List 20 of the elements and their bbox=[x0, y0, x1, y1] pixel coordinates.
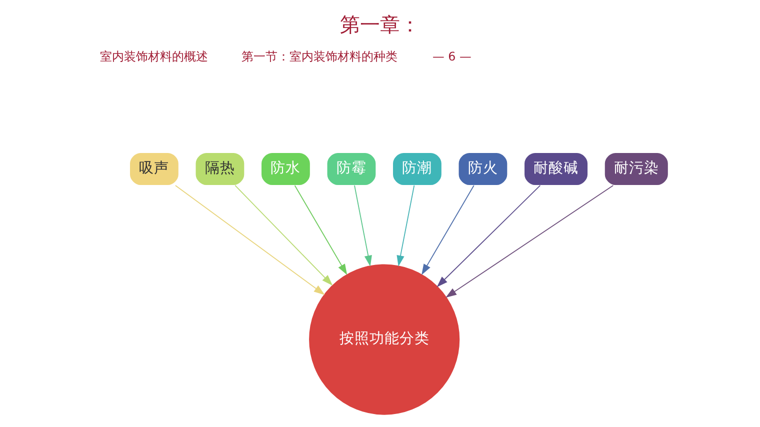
node-box: 防火 bbox=[458, 152, 508, 186]
label: — 6 — bbox=[432, 50, 472, 64]
arrow bbox=[234, 185, 333, 286]
node-box: 防潮 bbox=[392, 152, 442, 186]
arrow bbox=[175, 185, 325, 295]
arrow bbox=[396, 185, 415, 266]
arrow bbox=[294, 185, 348, 275]
node-box: 防霉 bbox=[326, 152, 377, 186]
node-box: 耐污染 bbox=[604, 152, 669, 186]
arrow bbox=[446, 185, 614, 298]
label: 第一节：室内装饰材料的种类 bbox=[242, 50, 398, 64]
diagram-title: 第一章： bbox=[340, 12, 420, 37]
node-box: 耐酸碱 bbox=[524, 152, 588, 186]
arrow bbox=[436, 185, 541, 288]
arrow bbox=[422, 185, 474, 275]
label: 室内装饰材料的概述 bbox=[100, 50, 208, 64]
node-box: 隔热 bbox=[194, 152, 246, 186]
arrow bbox=[354, 185, 372, 266]
node-box: 吸声 bbox=[129, 152, 180, 186]
node-box: 防水 bbox=[260, 152, 311, 186]
